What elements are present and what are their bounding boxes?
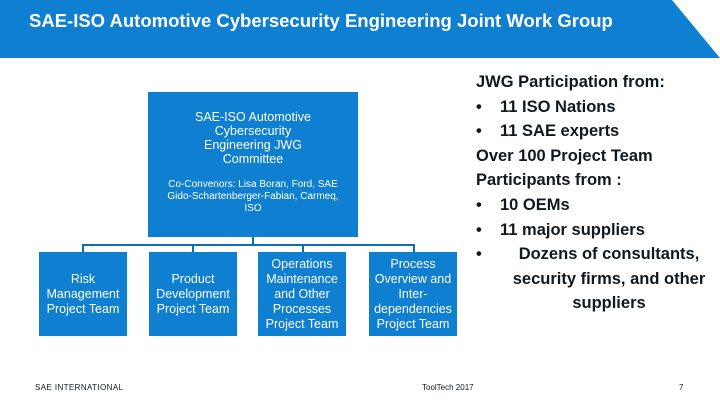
bullet-icon: • <box>476 245 482 264</box>
connector-drop-2 <box>192 244 194 252</box>
bullet-item: • 11 ISO Nations <box>470 95 718 120</box>
bullet-item: • Dozens of consultants, security firms,… <box>470 242 718 316</box>
bullet-icon: • <box>476 195 482 214</box>
bullet-text: 11 ISO Nations <box>500 97 616 116</box>
bullet-item: • 10 OEMs <box>470 193 718 218</box>
team-box-product: Product Development Project Team <box>149 252 237 336</box>
connector-bar <box>82 244 415 246</box>
slide-title: SAE-ISO Automotive Cybersecurity Enginee… <box>29 10 613 31</box>
connector-drop-3 <box>302 244 304 252</box>
bullet-icon: • <box>476 122 482 141</box>
page-number: 7 <box>679 383 684 392</box>
team-box-operations: Operations Maintenance and Other Process… <box>258 252 346 336</box>
committee-convenors: Co-Convenors: Lisa Boran, Ford, SAE Gido… <box>167 179 339 214</box>
team-label: Product Development Project Team <box>156 271 230 316</box>
team-label: Process Overview and Inter-dependencies … <box>374 256 452 331</box>
bullet-text: 11 major suppliers <box>500 220 645 239</box>
bullet-item: • 11 major suppliers <box>470 218 718 243</box>
team-label: Operations Maintenance and Other Process… <box>265 256 339 331</box>
bullet-item: • 11 SAE experts <box>470 119 718 144</box>
bullet-icon: • <box>476 220 482 239</box>
team-label: Risk Management Project Team <box>46 271 120 316</box>
team-box-process: Process Overview and Inter-dependencies … <box>369 252 457 336</box>
team-box-risk: Risk Management Project Team <box>39 252 127 336</box>
bullet-text: 11 SAE experts <box>500 122 620 141</box>
committee-name: SAE-ISO Automotive Cybersecurity Enginee… <box>194 110 312 166</box>
footer-org: SAE INTERNATIONAL <box>35 383 124 392</box>
title-bar <box>0 0 720 58</box>
connector-drop-1 <box>82 244 84 252</box>
bullet-icon: • <box>476 97 482 116</box>
committee-box: SAE-ISO Automotive Cybersecurity Enginee… <box>148 92 358 237</box>
footer-event: ToolTech 2017 <box>422 383 474 392</box>
bullet-text: Dozens of consultants, security firms, a… <box>512 245 706 313</box>
connector-trunk <box>252 237 254 245</box>
bullet-text: 10 OEMs <box>500 195 570 214</box>
participation-heading: JWG Participation from: <box>476 73 665 91</box>
connector-drop-4 <box>413 244 415 252</box>
participation-panel: JWG Participation from: • 11 ISO Nations… <box>470 70 718 316</box>
participation-subheading: Over 100 Project Team Participants from … <box>476 146 653 190</box>
